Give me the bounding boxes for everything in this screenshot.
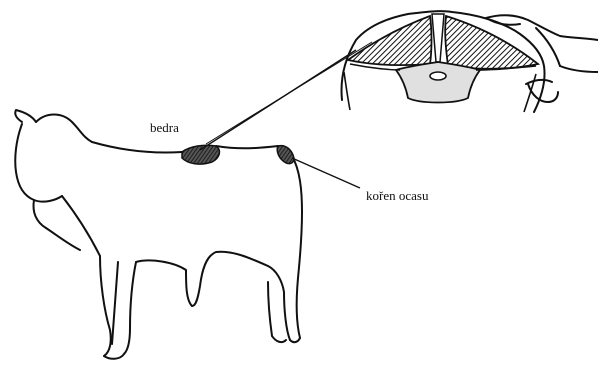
bedra-region — [182, 145, 219, 164]
bedra-label: bedra — [150, 120, 179, 135]
cow-outline-icon — [15, 110, 302, 359]
tail-root-leader-line — [292, 158, 360, 188]
tail-root-label: kořen ocasu — [366, 188, 429, 203]
spine-cross-section-icon — [342, 11, 545, 112]
tail-root-region — [277, 146, 294, 164]
